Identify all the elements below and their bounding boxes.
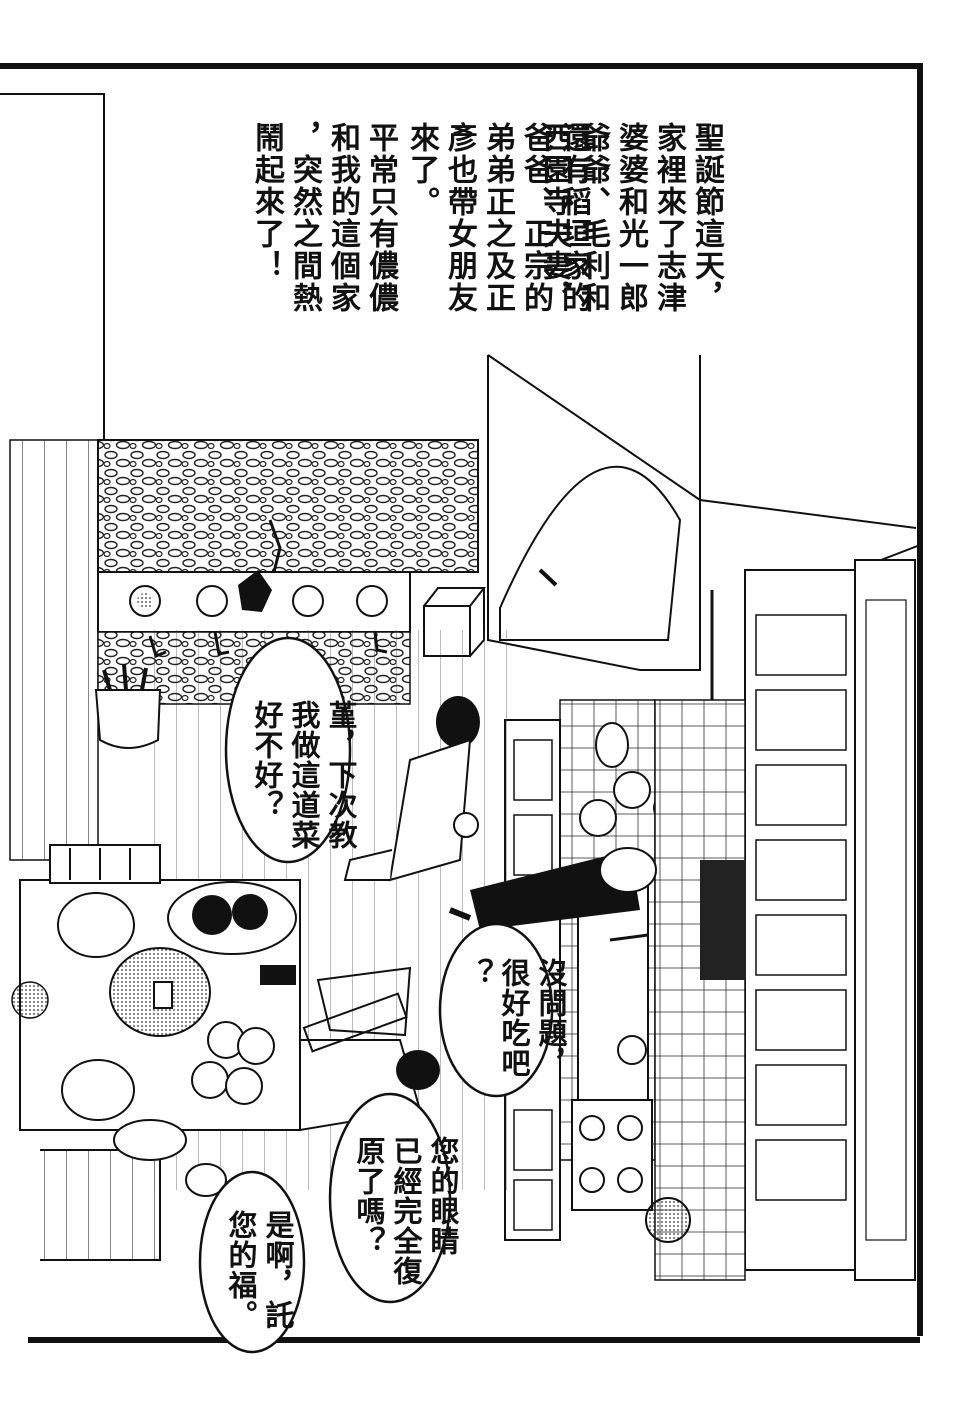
narration-block-3: 平常只有儂儂 和我的這個家 ，突然之間熱 鬧起來了！ xyxy=(249,122,398,314)
speech-bubble-tasty xyxy=(438,922,554,1098)
dialogue-eyes: 您的眼睛 已經完全復 原了嗎？ xyxy=(352,1136,460,1286)
dialogue-tasty: 沒問題， 很好吃吧 ？ xyxy=(460,958,568,1078)
narration-block-2: 還有稻垣家的 爸爸、正宗的 弟弟正之及正 彥也帶女朋友 來了。 xyxy=(404,122,591,314)
speech-bubble-thanks xyxy=(198,1170,306,1354)
narration-block-1: 聖誕節這天， 家裡來了志津 婆婆和光一郎 爺爺、毛利和 西園寺夫妻， xyxy=(537,122,724,314)
speech-bubble-sumire xyxy=(224,636,352,864)
speech-bubble-eyes xyxy=(328,1092,452,1304)
dialogue-thanks: 是啊，託 您的福。 xyxy=(224,1210,295,1330)
dialogue-sumire: 堇，下次教 我做這道菜 好不好？ xyxy=(250,700,358,850)
